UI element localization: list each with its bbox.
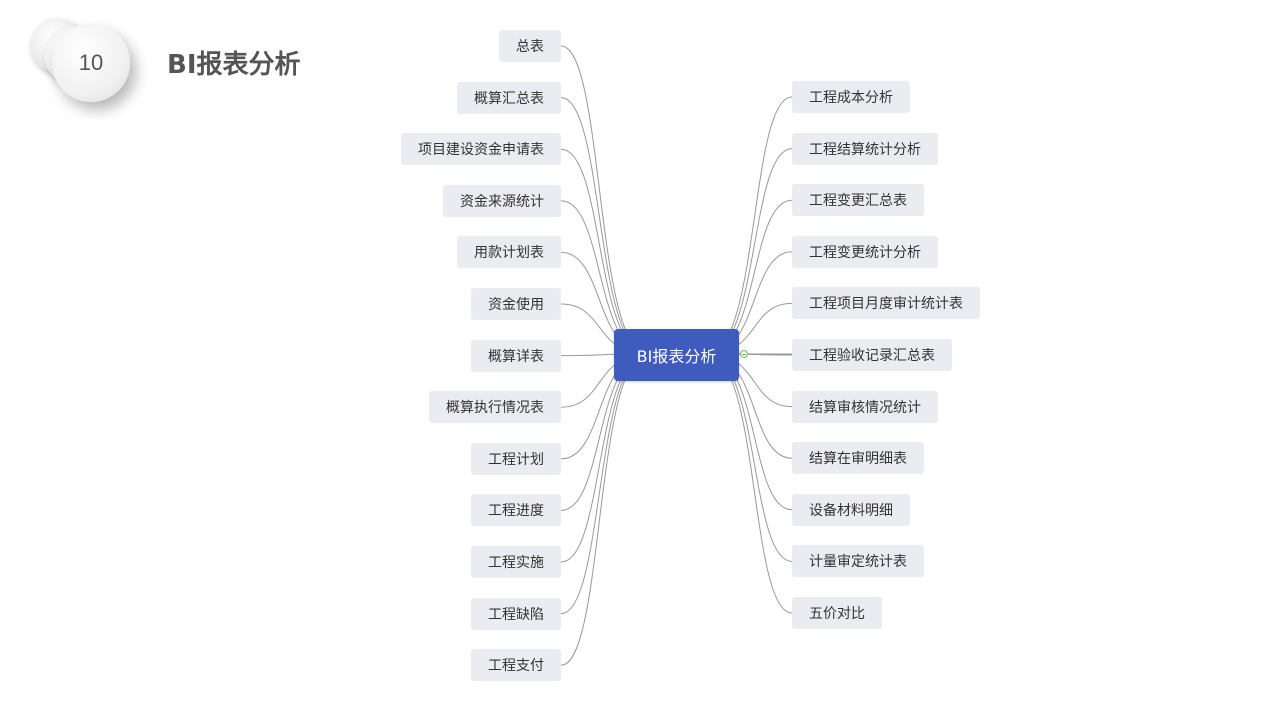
branch-label: 工程成本分析	[809, 90, 893, 106]
branch-label: 工程结算统计分析	[809, 141, 921, 158]
badge-main-disc: 10	[52, 24, 130, 102]
right-branch-node[interactable]: 五价对比	[792, 597, 882, 629]
left-branch-node[interactable]: 总表	[499, 30, 561, 62]
left-branch-node[interactable]: 资金使用	[471, 288, 561, 320]
right-branch-node[interactable]: 工程变更统计分析	[792, 235, 938, 268]
branch-label: 用款计划表	[474, 245, 544, 262]
branch-label: 概算详表	[488, 348, 544, 365]
branch-label: 工程进度	[488, 503, 544, 520]
right-branch-node[interactable]: 工程结算统计分析	[792, 132, 938, 165]
collapse-toggle-icon[interactable]	[740, 350, 748, 358]
branch-label: 工程项目月度审计统计表	[809, 296, 963, 313]
slide-number-badge: 10	[0, 0, 140, 120]
branch-label: 五价对比	[809, 606, 865, 622]
right-branch-node[interactable]: 工程成本分析	[792, 81, 910, 113]
left-branch-node[interactable]: 工程支付	[471, 649, 561, 682]
branch-label: 结算在审明细表	[809, 451, 907, 468]
branch-label: 结算审核情况统计	[809, 399, 921, 416]
branch-label: 资金使用	[488, 297, 544, 313]
branch-label: 项目建设资金申请表	[418, 142, 544, 159]
right-branch-node[interactable]: 结算在审明细表	[792, 442, 924, 475]
right-branch-node[interactable]: 计量审定统计表	[792, 545, 924, 578]
branch-label: 工程计划	[488, 451, 544, 468]
right-branch-node[interactable]: 工程项目月度审计统计表	[792, 287, 980, 320]
left-branch-node[interactable]: 资金来源统计	[443, 184, 561, 217]
left-branch-node[interactable]: 工程计划	[471, 442, 561, 475]
right-branch-node[interactable]: 设备材料明细	[792, 493, 910, 526]
branch-label: 工程验收记录汇总表	[809, 348, 935, 364]
left-branch-node[interactable]: 工程进度	[471, 494, 561, 527]
left-branch-node[interactable]: 概算汇总表	[457, 81, 561, 114]
branch-label: 工程变更统计分析	[809, 244, 921, 261]
left-branch-node[interactable]: 用款计划表	[457, 236, 561, 269]
right-branch-node[interactable]: 结算审核情况统计	[792, 390, 938, 423]
right-branch-node[interactable]: 工程变更汇总表	[792, 184, 924, 217]
root-node-label: BI报表分析	[636, 347, 717, 366]
left-branch-node[interactable]: 工程缺陷	[471, 597, 561, 630]
mindmap-root-node[interactable]: BI报表分析	[614, 329, 739, 381]
connector-line	[560, 353, 649, 666]
connector-line	[560, 45, 649, 355]
branch-label: 工程支付	[488, 658, 544, 675]
branch-label: 工程缺陷	[488, 606, 544, 623]
left-branch-node[interactable]: 概算详表	[471, 339, 561, 372]
branch-label: 计量审定统计表	[809, 554, 907, 571]
branch-label: 工程变更汇总表	[809, 193, 907, 210]
branch-label: 总表	[516, 39, 544, 55]
branch-label: 工程实施	[488, 555, 544, 571]
right-branch-node[interactable]: 工程验收记录汇总表	[792, 339, 952, 371]
left-branch-node[interactable]: 概算执行情况表	[429, 391, 561, 424]
branch-label: 资金来源统计	[460, 193, 544, 210]
left-branch-node[interactable]: 工程实施	[471, 546, 561, 578]
slide-number: 10	[78, 50, 104, 75]
left-branch-node[interactable]: 项目建设资金申请表	[401, 133, 561, 166]
connector-line	[706, 353, 793, 614]
branch-label: 概算汇总表	[474, 90, 544, 107]
branch-label: 概算执行情况表	[446, 400, 544, 417]
branch-label: 设备材料明细	[809, 502, 893, 519]
connector-line	[706, 96, 793, 355]
page-title: BI报表分析	[167, 50, 301, 80]
